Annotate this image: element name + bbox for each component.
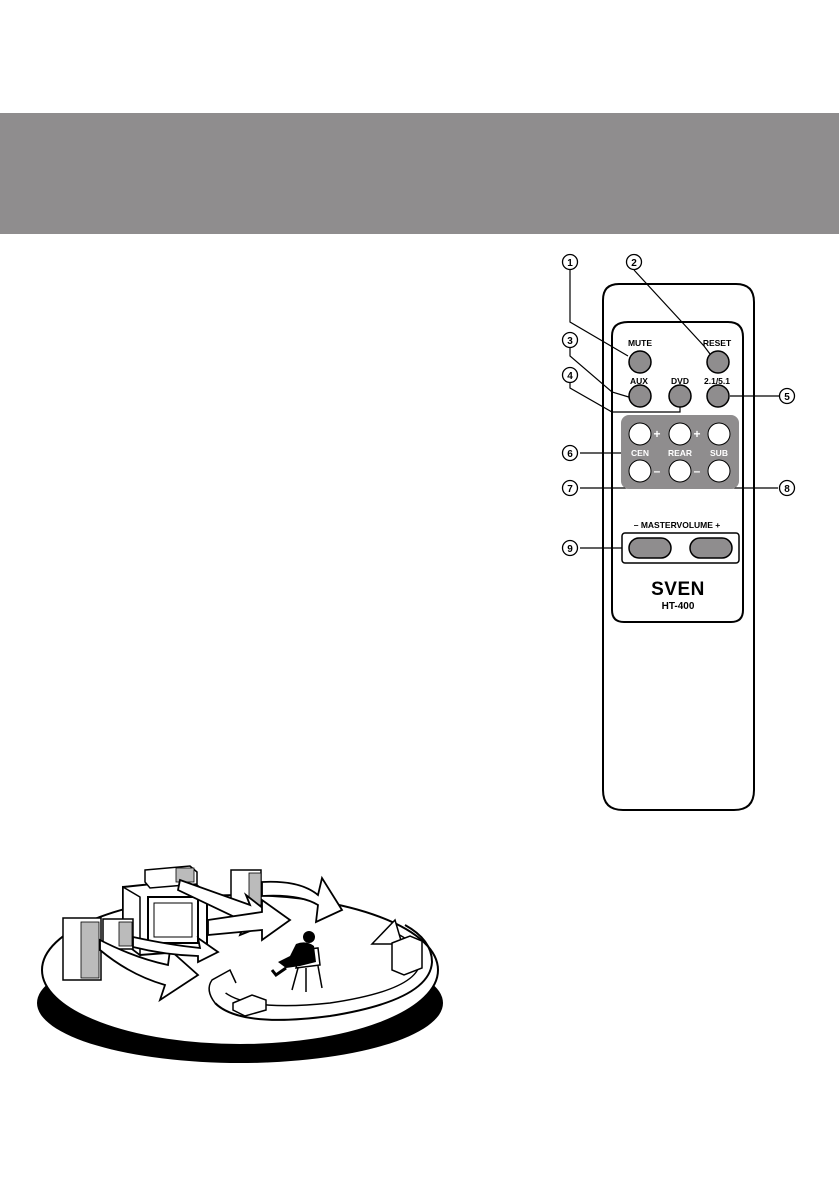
sound-arrow-icon (132, 935, 220, 964)
center-minus-button[interactable] (628, 459, 652, 483)
callout-4 (561, 366, 579, 384)
mode-label: 2.1/5.1 (704, 376, 730, 386)
sound-arrow-icon (207, 898, 292, 942)
callout-8-label: 8 (784, 484, 790, 495)
callout-7-label: 7 (567, 484, 573, 495)
rear-plus-button[interactable] (668, 422, 692, 446)
rear-label: REAR (668, 448, 692, 458)
callout-2 (625, 253, 643, 271)
sound-arrow-icon (261, 875, 344, 924)
plus-sign-1: + (653, 427, 660, 441)
brand-logo: SVEN (651, 579, 705, 600)
sub-label: SUB (710, 448, 728, 458)
center-plus-button[interactable] (628, 422, 652, 446)
callout-6-label: 6 (567, 449, 573, 460)
aux-button[interactable] (628, 384, 652, 408)
plus-sign-2: + (693, 427, 700, 441)
callout-7 (561, 479, 579, 497)
sub-minus-button[interactable] (707, 459, 731, 483)
callout-1 (561, 253, 579, 271)
sub-plus-button[interactable] (707, 422, 731, 446)
callout-6 (561, 444, 579, 462)
callout-9-label: 9 (567, 544, 573, 555)
callout-3-label: 3 (567, 336, 573, 347)
mode-2-1-5-1-button[interactable] (706, 384, 730, 408)
volume-down-button[interactable] (628, 537, 672, 559)
speaker-icon (232, 994, 267, 1017)
remote-face-panel (611, 321, 744, 623)
callout-5 (778, 387, 796, 405)
header-band (0, 113, 839, 234)
callout-5-label: 5 (784, 392, 790, 403)
callout-8 (778, 479, 796, 497)
reset-button[interactable] (706, 350, 730, 374)
callout-3 (561, 331, 579, 349)
minus-sign-1: – (654, 464, 661, 478)
mute-label: MUTE (628, 338, 652, 348)
dvd-label: DVD (671, 376, 689, 386)
master-volume-label: – MASTERVOLUME + (634, 520, 721, 530)
rear-minus-button[interactable] (668, 459, 692, 483)
mute-button[interactable] (628, 350, 652, 374)
callout-2-label: 2 (631, 258, 637, 269)
speaker-icon (62, 917, 102, 981)
model-name: HT-400 (662, 601, 695, 612)
aux-label: AUX (630, 376, 648, 386)
callout-1-label: 1 (567, 258, 573, 269)
listener-icon (270, 931, 323, 992)
cen-label: CEN (631, 448, 649, 458)
minus-sign-2: – (694, 464, 701, 478)
volume-up-button[interactable] (689, 537, 733, 559)
reset-label: RESET (703, 338, 732, 348)
callout-9 (561, 539, 579, 557)
dvd-button[interactable] (668, 384, 692, 408)
sound-arrow-icon (370, 918, 403, 945)
speaker-icon (391, 935, 423, 976)
sound-arrow-icon (214, 924, 434, 1021)
callout-4-label: 4 (567, 371, 573, 382)
